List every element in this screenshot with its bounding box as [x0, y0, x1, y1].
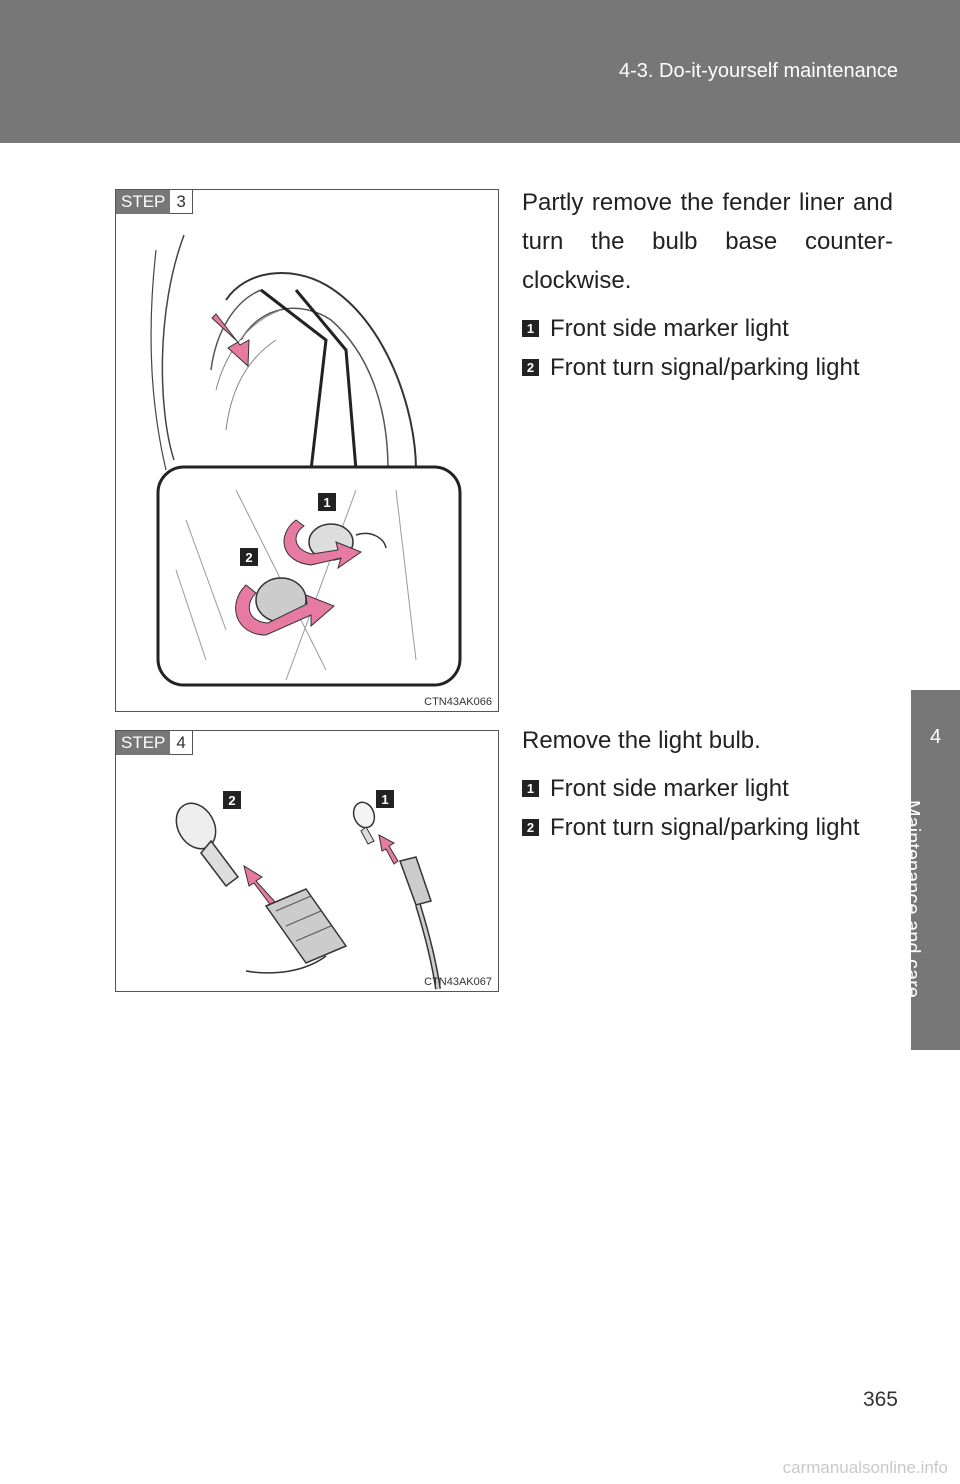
figure-code: CTN43AK066 [424, 696, 492, 708]
list-item: 2 Front turn signal/parking light [522, 808, 893, 847]
chapter-label: Maintenance and care [901, 800, 923, 998]
step-number: 3 [170, 190, 193, 214]
item-label: Front side marker light [550, 315, 789, 342]
step-4-text: Remove the light bulb. 1 Front side mark… [522, 721, 893, 847]
bulb-removal-illustration: 2 1 [175, 790, 441, 990]
item-number: 2 [522, 819, 539, 836]
item-number: 1 [522, 780, 539, 797]
chapter-number: 4 [929, 726, 942, 748]
item-label: Front turn signal/parking light [550, 814, 860, 841]
item-number: 2 [522, 359, 539, 376]
step-3-text: Partly remove the fender liner and turn … [522, 183, 893, 387]
step-instruction: Remove the light bulb. [522, 727, 761, 754]
item-label: Front side marker light [550, 775, 789, 802]
list-item: 2 Front turn signal/parking light [522, 348, 893, 387]
step-word: STEP [116, 190, 171, 214]
section-title: 4-3. Do-it-yourself maintenance [618, 60, 898, 82]
fender-liner-illustration: 1 2 [150, 234, 462, 687]
list-item: 1 Front side marker light [522, 309, 893, 348]
callout-2: 2 [245, 550, 252, 565]
step-word: STEP [116, 731, 171, 755]
page-number: 365 [862, 1388, 898, 1411]
callout-1: 1 [323, 495, 330, 510]
step-badge: STEP 4 [116, 731, 193, 755]
step-3-figure: 1 2 STEP 3 CTN43AK066 [115, 189, 499, 712]
step-4-figure: 2 1 STEP 4 CTN43AK067 [115, 730, 499, 992]
item-label: Front turn signal/parking light [550, 354, 860, 381]
figure-code: CTN43AK067 [424, 976, 492, 988]
step-instruction: Partly remove the fender liner and turn … [522, 189, 893, 294]
step-badge: STEP 3 [116, 190, 193, 214]
item-number: 1 [522, 320, 539, 337]
callout-2: 2 [228, 793, 235, 808]
step-number: 4 [170, 731, 193, 755]
page-header: 4-3. Do-it-yourself maintenance [0, 0, 960, 143]
list-item: 1 Front side marker light [522, 769, 893, 808]
watermark[interactable]: carmanualsonline.info [782, 1458, 948, 1477]
chapter-tab[interactable]: 4 Maintenance and care [901, 690, 960, 1050]
callout-1: 1 [381, 792, 388, 807]
